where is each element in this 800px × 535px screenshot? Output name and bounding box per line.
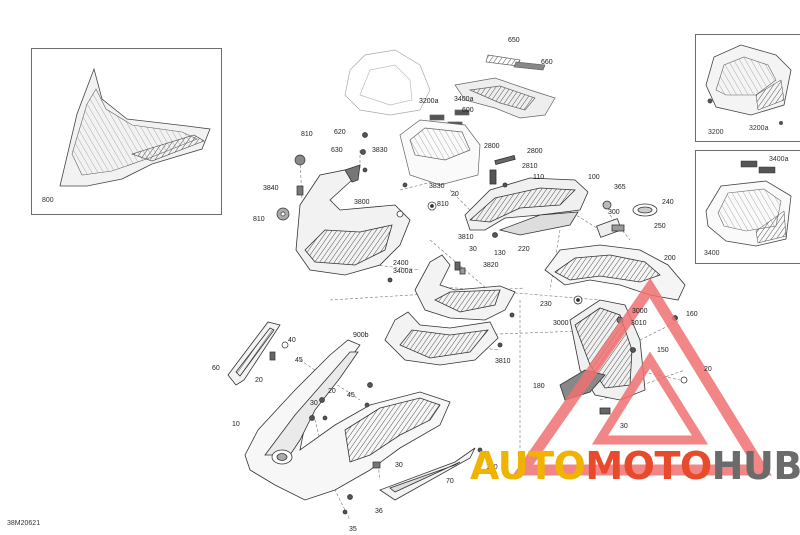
callout-660: 660 [541,59,553,66]
inset-instrument-housing: 3400a 3400 [695,150,800,264]
callout-45-b: 45 [347,392,355,399]
inset-upper-cover-label-b: 3200a [749,125,769,132]
callout-130: 130 [494,250,506,257]
callout-240: 240 [662,199,674,206]
callout-3840: 3840 [263,185,279,192]
callout-3400a: 3400a [454,96,474,103]
callout-3000-a: 3000 [632,308,648,315]
callout-630: 630 [331,147,343,154]
watermark-triangle [512,277,772,476]
side-trims [227,321,476,501]
callout-2800-b: 2800 [527,148,543,155]
watermark-auto: AUTO [470,444,586,488]
callout-810-b: 810 [437,201,449,208]
callout-3820: 3820 [483,262,499,269]
callout-20-c: 20 [328,388,336,395]
inset-upper-cover: 3200 3200a [695,34,800,142]
callout-250: 250 [654,223,666,230]
callout-810-a: 810 [301,131,313,138]
front-fairing [244,339,451,501]
watermark-moto: MOTO [585,444,712,488]
inset-instrument-housing-label-b: 3400a [769,156,789,163]
callout-110: 110 [533,174,545,181]
callout-60: 60 [212,365,220,372]
callout-2810: 2810 [522,163,538,170]
callout-2800-a: 2800 [484,143,500,150]
callout-810-c: 810 [253,216,265,223]
watermark-logo: AUTOMOTOHUB [470,447,800,485]
callout-30-a: 30 [469,246,477,253]
callout-35: 35 [349,526,357,533]
callout-3200a: 3200a [419,98,439,105]
side-panel-upper [464,154,658,238]
callout-36: 36 [375,508,383,515]
headlight-lower [384,254,516,366]
callout-230: 230 [540,301,552,308]
fairing-fasteners [269,341,483,515]
callout-3830-b: 3830 [429,183,445,190]
inset-windshield: 800 [31,48,222,215]
callout-365: 365 [614,184,626,191]
callout-100: 100 [588,174,600,181]
front-mask [295,164,411,276]
windshield-detail [59,67,211,187]
callout-3800: 3800 [354,199,370,206]
callout-650: 650 [508,37,520,44]
callout-20-d: 20 [704,366,712,373]
callout-40: 40 [288,337,296,344]
inset-windshield-label: 800 [42,197,54,204]
instrument-housing-detail [705,160,792,247]
upper-cover-parts [344,49,556,186]
callout-3010: 3010 [631,320,647,327]
callout-180: 180 [533,383,545,390]
callout-220: 220 [518,246,530,253]
callout-3000-b: 3000 [553,320,569,327]
callout-20-b: 20 [255,377,263,384]
callout-150: 150 [657,347,669,354]
upper-cover-detail [705,44,792,125]
callout-900b: 900b [353,332,369,339]
inset-upper-cover-label-a: 3200 [708,129,724,136]
callout-300: 300 [608,209,620,216]
callout-3810-b: 3810 [495,358,511,365]
callout-20-a: 20 [451,191,459,198]
callout-10: 10 [232,421,240,428]
callout-3810-a: 3810 [458,234,474,241]
fasteners-left [276,132,437,221]
callout-160-b: 160 [486,464,498,471]
callout-30-b: 30 [310,400,318,407]
drawing-code: 38M20621 [7,520,41,527]
callout-160: 160 [686,311,698,318]
callout-620: 620 [334,129,346,136]
callout-45-a: 45 [295,357,303,364]
callout-30-d: 30 [395,462,403,469]
callout-200: 200 [664,255,676,262]
callout-600: 600 [462,107,474,114]
callout-2400: 2400 [393,260,409,267]
watermark-hub: HUB [711,444,800,488]
callout-30-c: 30 [620,423,628,430]
callout-3830-a: 3830 [372,147,388,154]
callout-70: 70 [446,478,454,485]
callout-3400a-b: 3400a [393,268,413,275]
inset-instrument-housing-label-a: 3400 [704,250,720,257]
